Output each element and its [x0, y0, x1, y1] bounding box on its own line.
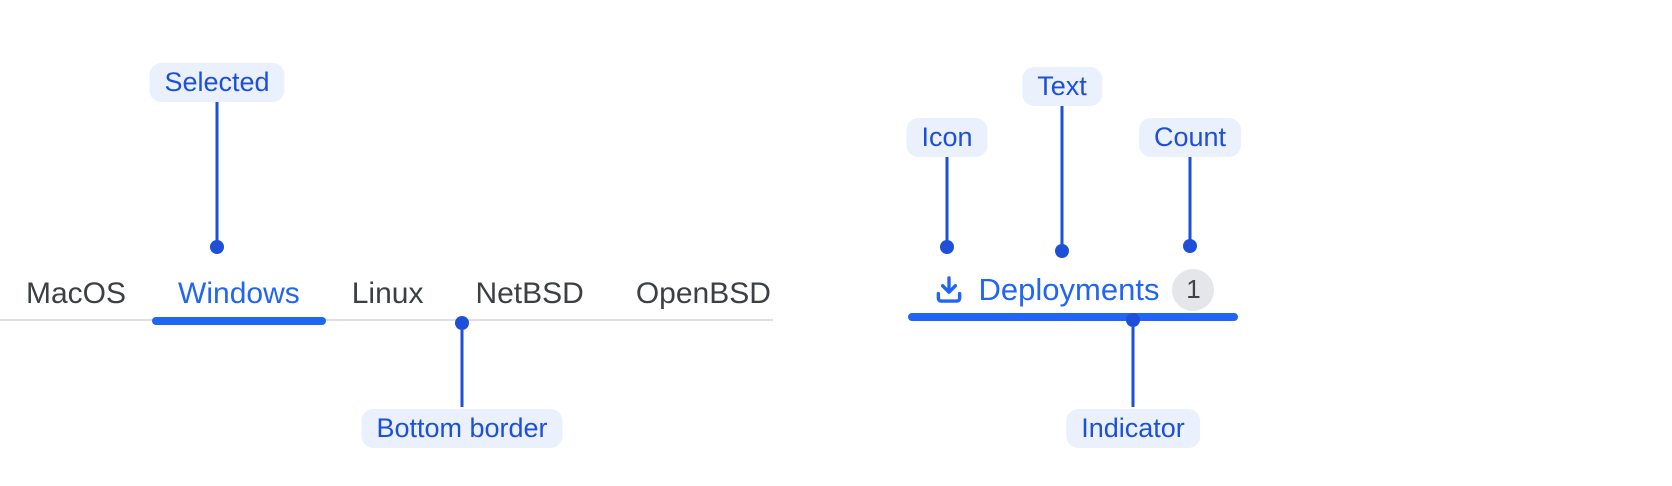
annotation-label-indicator: Indicator	[1066, 409, 1200, 448]
tab-deployments[interactable]: Deployments 1	[908, 262, 1238, 317]
annotation-line-text	[1060, 106, 1064, 246]
annotation-line-icon	[945, 157, 949, 242]
tab-openbsd-label: OpenBSD	[635, 277, 771, 310]
tabbar-bottom-border	[0, 319, 773, 321]
tab-linux-label: Linux	[351, 277, 424, 310]
annotation-label-text: Text	[1022, 67, 1102, 106]
annotation-line-count	[1188, 157, 1192, 241]
tab-deployments-label: Deployments	[978, 271, 1160, 307]
annotation-dot-text	[1055, 244, 1069, 258]
annotation-label-count: Count	[1138, 118, 1242, 157]
annotation-line-indicator	[1131, 327, 1135, 407]
tab-linux[interactable]: Linux	[326, 267, 450, 321]
tab-macos-label: MacOS	[26, 277, 127, 310]
count-badge: 1	[1172, 268, 1215, 311]
annotation-dot-icon	[940, 240, 954, 254]
annotation-line-bottom-border	[460, 330, 464, 407]
annotation-dot-selected	[210, 240, 224, 254]
tab-netbsd-label: NetBSD	[475, 277, 584, 310]
annotation-label-bottom-border: Bottom border	[361, 409, 563, 448]
annotation-line-selected	[215, 102, 219, 242]
tab-windows[interactable]: Windows	[152, 267, 326, 325]
selected-tab-indicator	[152, 317, 326, 325]
tab-bar: MacOS Windows Linux NetBSD OpenBSD	[0, 267, 797, 325]
download-icon	[932, 273, 966, 307]
tab-macos[interactable]: MacOS	[0, 267, 152, 321]
annotation-dot-count	[1183, 239, 1197, 253]
annotation-dot-bottom-border	[455, 316, 469, 330]
deployments-tab-indicator	[908, 313, 1238, 321]
tab-windows-label: Windows	[178, 277, 300, 310]
annotation-label-icon: Icon	[906, 118, 988, 157]
tab-netbsd[interactable]: NetBSD	[449, 267, 609, 321]
tab-openbsd[interactable]: OpenBSD	[610, 267, 797, 321]
annotation-label-selected: Selected	[149, 63, 285, 102]
annotation-dot-indicator	[1126, 313, 1140, 327]
